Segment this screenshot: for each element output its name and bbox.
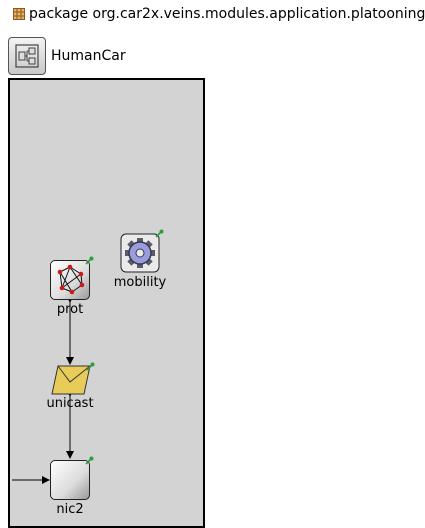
pin-icon: [155, 229, 164, 238]
ned-graphical-editor: package org.car2x.veins.modules.applicat…: [8, 6, 425, 528]
module-canvas[interactable]: [8, 78, 205, 528]
submodule-label: unicast: [46, 396, 94, 411]
submodule-label: nic2: [56, 502, 84, 517]
package-declaration: package org.car2x.veins.modules.applicat…: [13, 5, 425, 23]
module-name: HumanCar: [51, 48, 126, 64]
package-icon: [13, 8, 25, 20]
submodule-label: prot: [56, 302, 84, 317]
gear-icon: [120, 233, 160, 273]
submodule-mobility[interactable]: mobility: [114, 229, 166, 291]
submodule-label: mobility: [113, 275, 167, 290]
compound-module-icon[interactable]: [8, 37, 46, 75]
pin-icon: [86, 362, 95, 371]
envelope-icon: [51, 365, 91, 395]
pin-icon: [85, 456, 94, 465]
square-box-icon: [50, 460, 90, 500]
package-text: package org.car2x.veins.modules.applicat…: [29, 6, 425, 22]
submodule-nic2[interactable]: nic2: [50, 456, 94, 520]
module-header[interactable]: HumanCar: [8, 37, 126, 75]
network-protocol-icon: [57, 264, 85, 295]
connections: [12, 295, 74, 484]
submodule-unicast[interactable]: unicast: [46, 362, 95, 414]
submodule-prot[interactable]: prot: [50, 256, 94, 320]
pin-icon: [85, 256, 94, 265]
